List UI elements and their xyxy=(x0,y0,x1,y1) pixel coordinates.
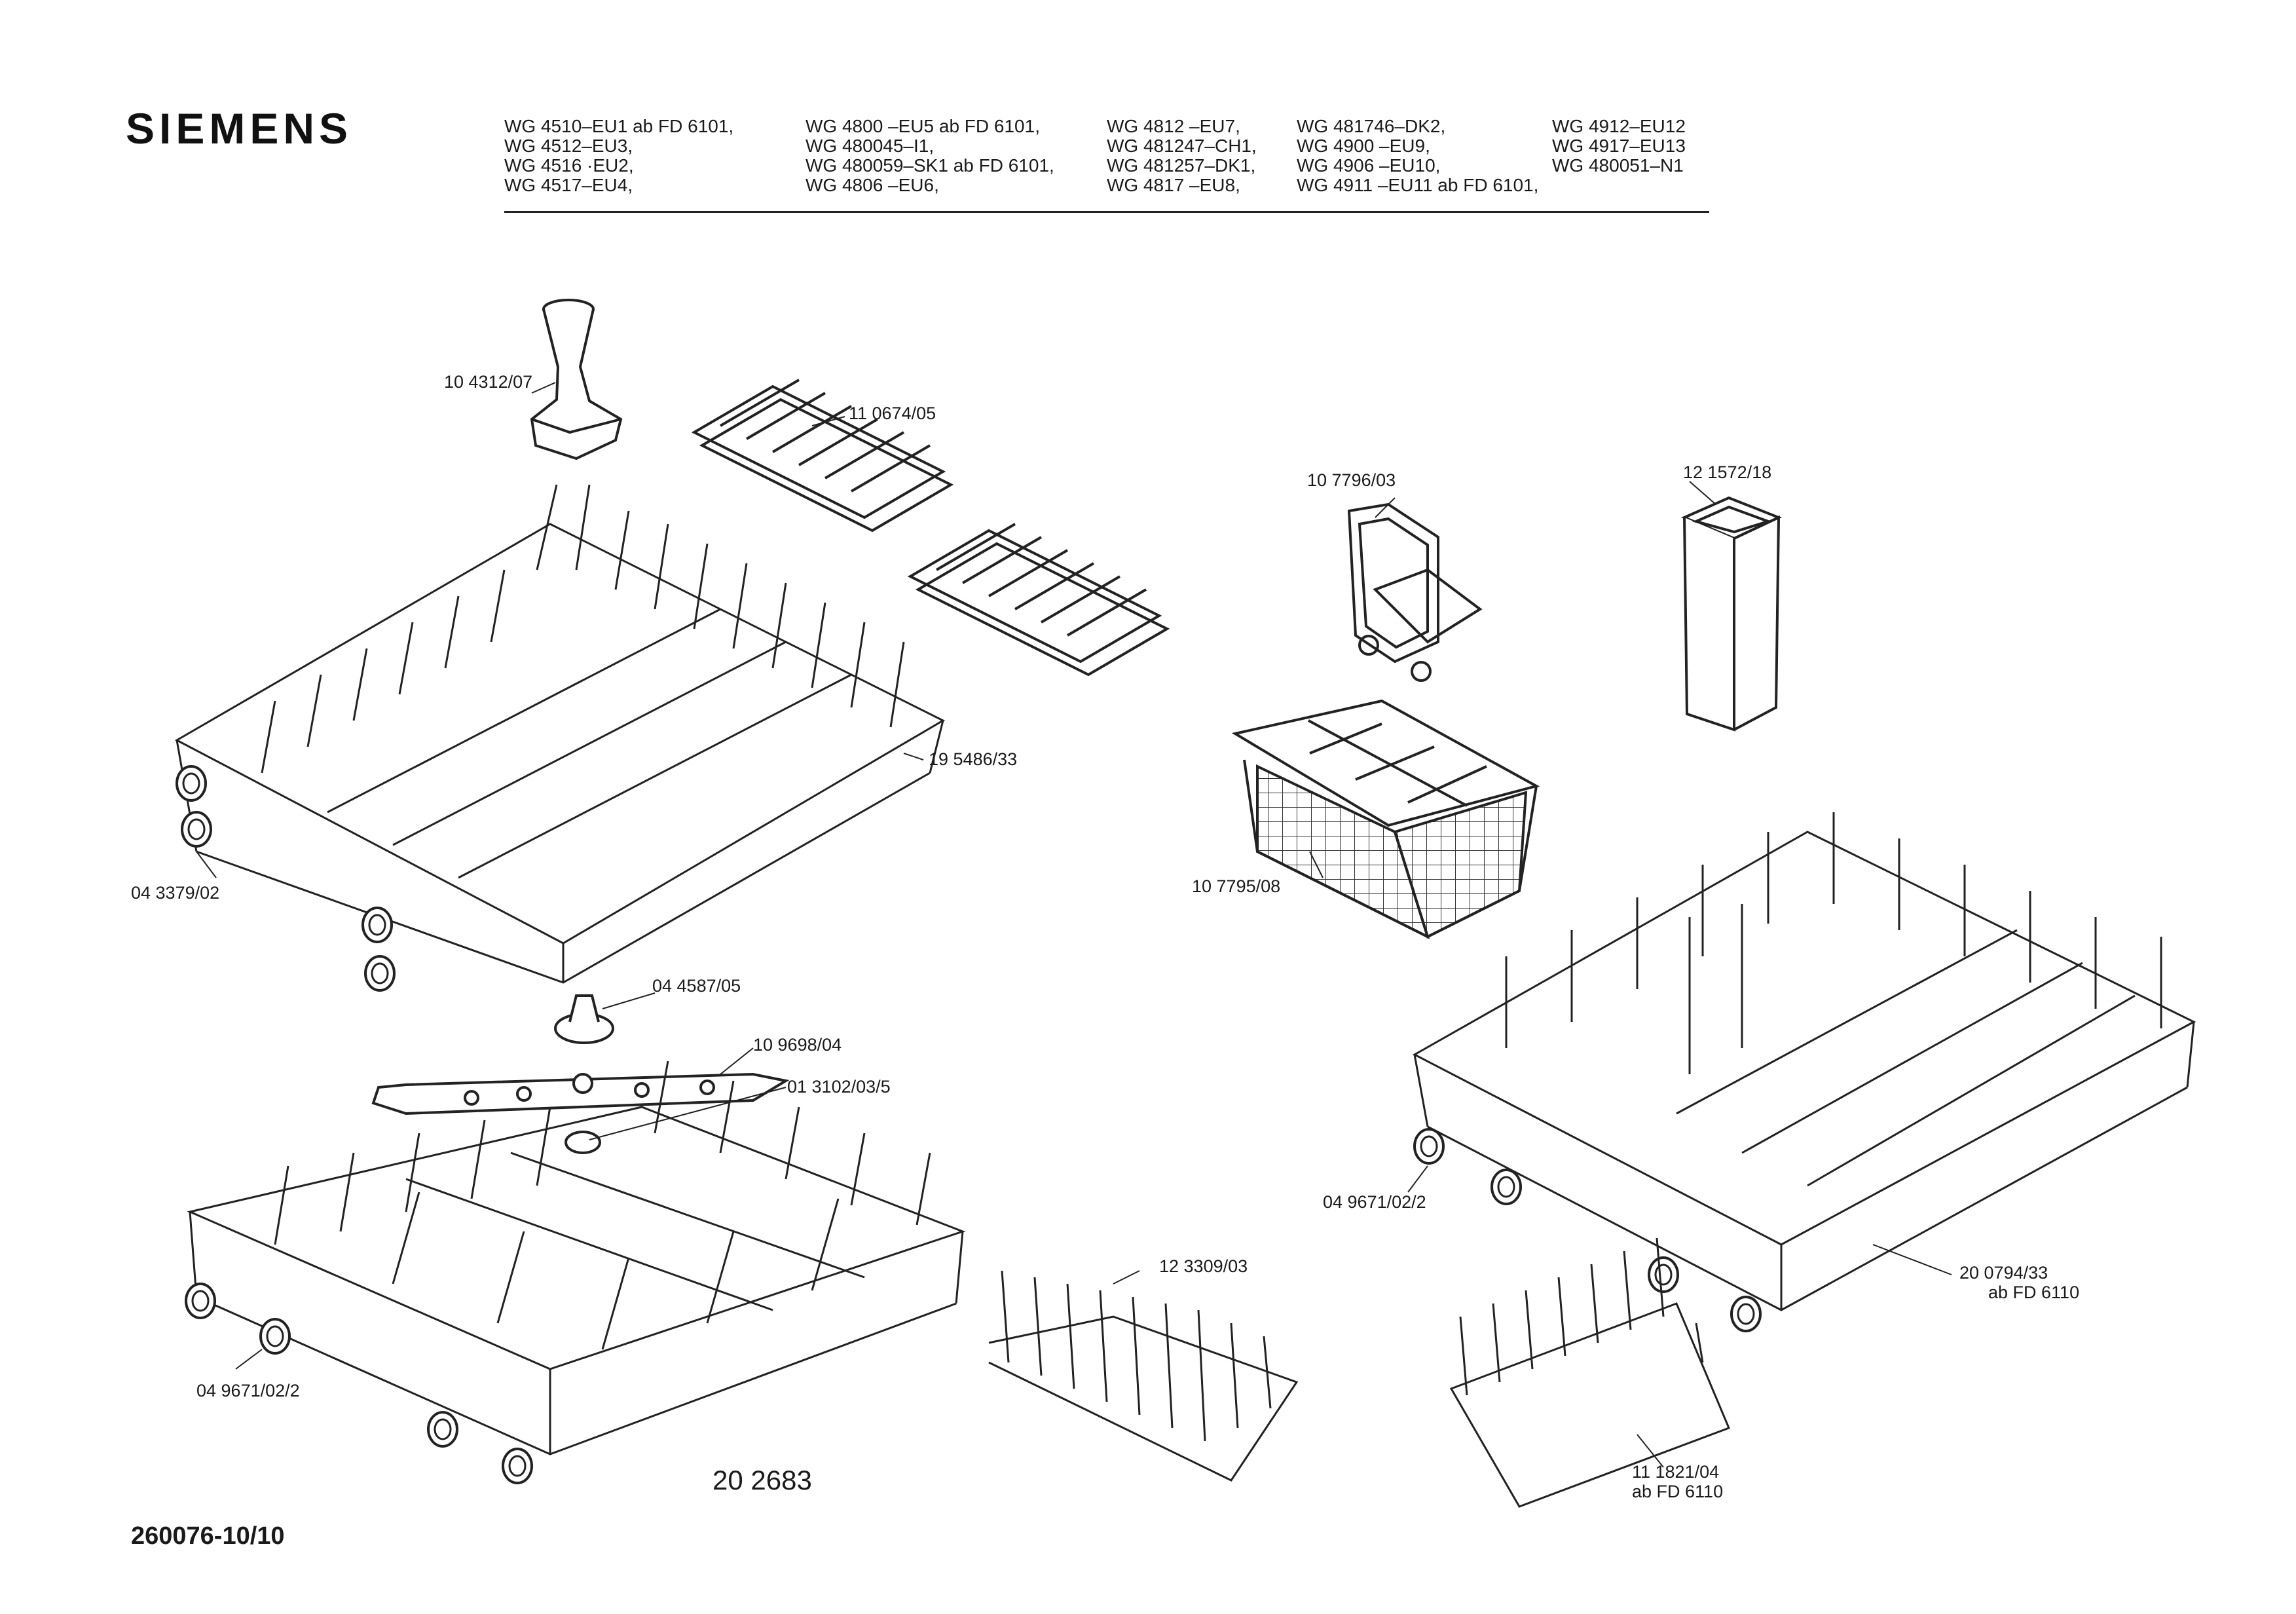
wheel-icon xyxy=(502,1448,533,1484)
wheel-icon xyxy=(427,1411,458,1448)
part-label-12-1572-18: 12 1572/18 xyxy=(1683,462,1772,482)
drawing-number: 20 2683 xyxy=(713,1465,812,1495)
footer-document-code: 260076-10/10 xyxy=(131,1522,285,1550)
brand-logo: SIEMENS xyxy=(126,104,353,153)
part-label-04-4587-05: 04 4587/05 xyxy=(652,976,741,996)
part-label-10-7796-03: 10 7796/03 xyxy=(1307,470,1396,490)
model-entry: WG 4911 –EU11 ab FD 6101, xyxy=(1297,175,1539,195)
model-entry: WG 4817 –EU8, xyxy=(1107,175,1240,195)
wheel-icon xyxy=(361,907,393,943)
model-row: WG 4516 ·EU2, WG 480059–SK1 ab FD 6101, … xyxy=(504,156,1709,176)
part-label-10-4312-07: 10 4312/07 xyxy=(444,372,533,392)
model-entry: WG 4900 –EU9, xyxy=(1297,136,1430,156)
spray-arm-part xyxy=(371,994,790,1154)
wheel-icon xyxy=(1648,1256,1679,1293)
part-label-10-7795-08: 10 7795/08 xyxy=(1192,876,1281,896)
model-entry: WG 480045–I1, xyxy=(805,136,935,156)
wheel-icon xyxy=(1491,1169,1522,1205)
cup-rack-part xyxy=(1347,502,1483,682)
header-rule xyxy=(504,211,1709,213)
model-row: WG 4517–EU4, WG 4806 –EU6, WG 4817 –EU8,… xyxy=(504,176,1709,195)
model-entry: WG 4906 –EU10, xyxy=(1297,155,1441,176)
leader-lines xyxy=(196,382,1952,1468)
model-entry: WG 4517–EU4, xyxy=(504,175,633,195)
part-label-11-0674-05: 11 0674/05 xyxy=(849,404,936,423)
model-entry: WG 4512–EU3, xyxy=(504,136,633,156)
model-entry: WG 4812 –EU7, xyxy=(1107,116,1240,136)
part-label-12-3309-03: 12 3309/03 xyxy=(1159,1256,1248,1276)
lower-basket-part xyxy=(187,1060,966,1455)
model-entry: WG 4800 –EU5 ab FD 6101, xyxy=(805,116,1040,136)
model-entry: WG 481257–DK1, xyxy=(1107,155,1256,176)
model-row: WG 4512–EU3, WG 480045–I1, WG 481247–CH1… xyxy=(504,136,1709,156)
part-label-04-9671-02-2-left: 04 9671/02/2 xyxy=(196,1381,300,1400)
wheel-icon xyxy=(181,811,212,848)
model-entry: WG 4917–EU13 xyxy=(1552,136,1686,156)
upper-basket-part xyxy=(174,484,946,984)
wheel-icon xyxy=(1413,1128,1445,1165)
part-label-01-3102-03-5: 01 3102/03/5 xyxy=(787,1077,891,1097)
square-holder-part xyxy=(1680,496,1783,732)
plate-insert-part xyxy=(988,1270,1299,1482)
model-list: WG 4510–EU1 ab FD 6101, WG 4800 –EU5 ab … xyxy=(504,117,1709,195)
model-entry: WG 4510–EU1 ab FD 6101, xyxy=(504,116,734,136)
model-entry: WG 480051–N1 xyxy=(1552,155,1684,176)
part-label-04-9671-02-2-right: 04 9671/02/2 xyxy=(1323,1192,1426,1212)
model-entry: WG 4516 ·EU2, xyxy=(504,155,634,176)
part-label-10-9698-04: 10 9698/04 xyxy=(753,1035,842,1055)
part-label-note-ab-fd-6110: ab FD 6110 xyxy=(1632,1482,1724,1501)
model-entry: WG 480059–SK1 ab FD 6101, xyxy=(805,155,1054,176)
wheel-icon xyxy=(185,1283,216,1319)
wheel-icon xyxy=(176,765,207,802)
part-label-19-5486-33: 19 5486/33 xyxy=(929,749,1018,769)
lower-basket-right-part xyxy=(1412,812,2196,1311)
part-label-04-3379-02: 04 3379/02 xyxy=(131,883,220,903)
part-label-20-0794-33: 20 0794/33 xyxy=(1959,1263,2048,1283)
part-label-note-ab-fd-6110: ab FD 6110 xyxy=(1988,1283,2080,1302)
model-row: WG 4510–EU1 ab FD 6101, WG 4800 –EU5 ab … xyxy=(504,117,1709,136)
model-entry: WG 4912–EU12 xyxy=(1552,116,1686,136)
cutlery-basket-part xyxy=(1231,699,1540,939)
wheel-icon xyxy=(364,955,396,992)
model-entry: WG 481746–DK2, xyxy=(1297,116,1446,136)
plate-insert-right-part xyxy=(1449,1237,1730,1508)
wheel-icon xyxy=(259,1318,291,1355)
tine-insert-part xyxy=(691,379,1170,677)
wheel-icon xyxy=(1730,1296,1762,1332)
model-entry: WG 4806 –EU6, xyxy=(805,175,939,195)
model-entry: WG 481247–CH1, xyxy=(1107,136,1257,156)
funnel-part xyxy=(530,299,623,460)
part-label-11-1821-04: 11 1821/04 xyxy=(1632,1462,1720,1482)
